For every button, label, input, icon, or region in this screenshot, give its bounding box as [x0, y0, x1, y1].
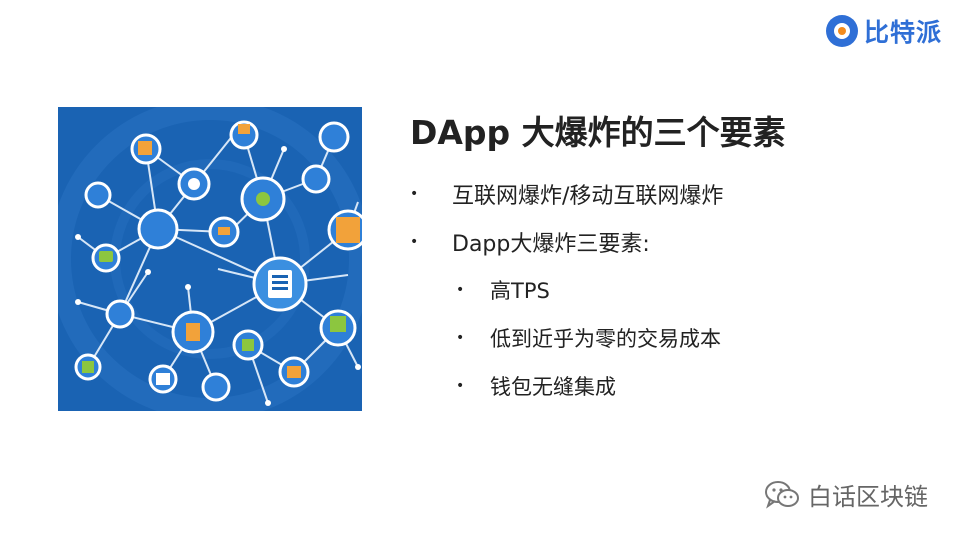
sub-bullet-item: • 钱包无缝集成: [410, 362, 723, 410]
bullet-dot: •: [456, 330, 465, 346]
bullet-item: • Dapp大爆炸三要素:: [410, 218, 723, 266]
bullet-text: 钱包无缝集成: [490, 375, 616, 399]
brand-name: 比特派: [863, 18, 942, 47]
bullet-dot: •: [410, 234, 419, 250]
bullet-text: Dapp大爆炸三要素:: [452, 232, 650, 257]
watermark-text: 白话区块链: [808, 483, 928, 511]
brand-logo: 比特派: [825, 14, 942, 48]
bullet-dot: •: [456, 378, 465, 394]
bullet-text: 互联网爆炸/移动互联网爆炸: [452, 184, 724, 209]
bullet-dot: •: [456, 282, 465, 298]
bullet-text: 高TPS: [490, 279, 550, 303]
sub-bullet-item: • 高TPS: [410, 266, 723, 314]
sub-bullet-item: • 低到近乎为零的交易成本: [410, 314, 723, 362]
network-illustration: [58, 107, 362, 411]
wechat-icon: [765, 480, 799, 509]
network-diagram-icon: [58, 107, 362, 411]
bullet-item: • 互联网爆炸/移动互联网爆炸: [410, 170, 723, 218]
bullet-dot: •: [410, 186, 419, 202]
watermark: 白话区块链: [764, 477, 928, 512]
slide-title: DApp 大爆炸的三个要素: [410, 113, 786, 152]
brand-logo-icon: [825, 15, 858, 47]
bullet-text: 低到近乎为零的交易成本: [490, 327, 721, 351]
bullet-list: • 互联网爆炸/移动互联网爆炸 • Dapp大爆炸三要素: • 高TPS • 低…: [410, 170, 723, 410]
